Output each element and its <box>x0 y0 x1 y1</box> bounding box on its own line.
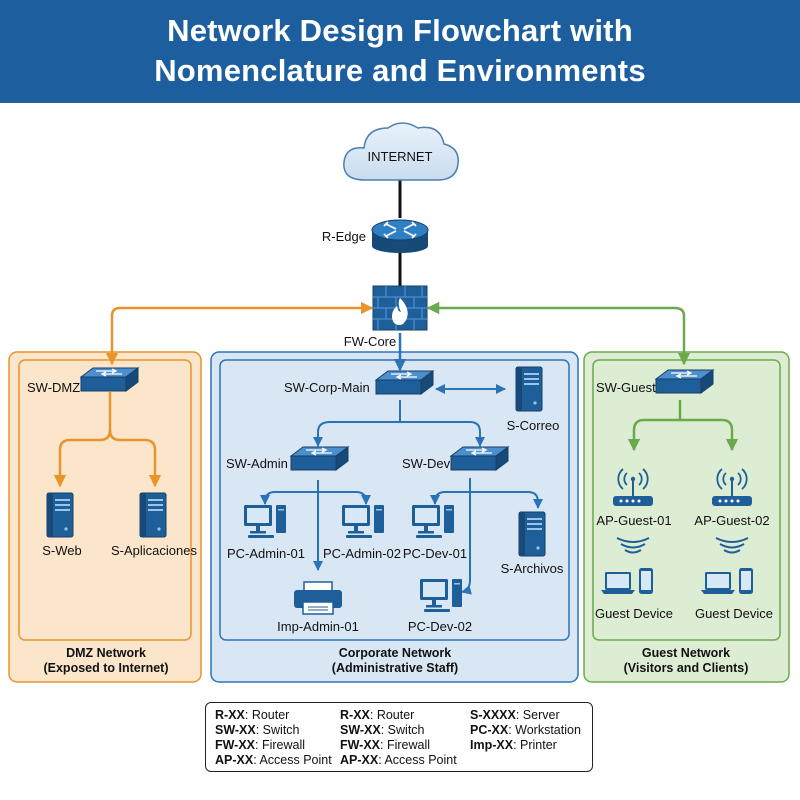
guest-ap2-link <box>680 418 739 452</box>
firewall-dmz-link <box>105 301 374 366</box>
corporate-zone-subtitle: (Administrative Staff) <box>332 661 458 675</box>
sw-corp-main-icon <box>375 370 434 395</box>
legend-item: FW-XX: Firewall <box>340 738 431 752</box>
sw-dmz-label: SW-DMZ <box>27 380 80 395</box>
printer-label: Imp-Admin-01 <box>277 619 359 634</box>
s-archivos-icon <box>518 511 546 557</box>
printer-icon <box>294 581 342 615</box>
dmz-zone-subtitle: (Exposed to Internet) <box>43 661 168 675</box>
sw-dmz-icon <box>80 367 139 392</box>
corporate-zone-title: Corporate Network <box>339 646 452 660</box>
router-icon <box>371 219 429 253</box>
s-correo-label: S-Correo <box>507 418 560 433</box>
internet-label: INTERNET <box>368 149 433 164</box>
sw-guest-label: SW-Guest <box>596 380 656 395</box>
s-web-icon <box>46 492 74 538</box>
admin-pc1-link <box>265 480 319 504</box>
pc-dev-01-label: PC-Dev-01 <box>403 546 467 561</box>
legend-item: R-XX: Router <box>340 708 415 722</box>
title-banner: Network Design Flowchart with Nomenclatu… <box>0 0 800 103</box>
ap-guest-01-label: AP-Guest-01 <box>596 513 671 528</box>
dev-pc1-link <box>435 478 471 504</box>
s-apps-icon <box>139 492 167 538</box>
guest-zone-title: Guest Network <box>642 646 730 660</box>
dmz-zone <box>8 351 202 683</box>
legend-item: PC-XX: Workstation <box>470 723 581 737</box>
s-archivos-label: S-Archivos <box>501 561 564 576</box>
corp-admin-link <box>318 400 401 446</box>
ap-guest-02-label: AP-Guest-02 <box>694 513 769 528</box>
dmz-apps-link <box>108 429 162 488</box>
sw-dev-icon <box>450 446 509 471</box>
legend-item: FW-XX: Firewall <box>215 738 306 752</box>
dev-pc2-link <box>461 492 472 595</box>
page-title-line-1: Network Design Flowchart with <box>167 13 633 48</box>
pc-admin-02-label: PC-Admin-02 <box>323 546 401 561</box>
cloud-icon <box>343 122 459 181</box>
dmz-zone-title: DMZ Network <box>66 646 146 660</box>
guest-device-02-label: Guest Device <box>695 606 773 621</box>
firewall-label: FW-Core <box>344 334 396 349</box>
guest-zone-subtitle: (Visitors and Clients) <box>624 661 749 675</box>
dev-archivos-link <box>470 491 543 509</box>
nomenclature-legend: R-XX: Router SW-XX: Switch FW-XX: Firewa… <box>205 702 593 772</box>
sw-admin-label: SW-Admin <box>226 456 288 471</box>
legend-item: R-XX: Router <box>215 708 290 722</box>
legend-item: SW-XX: Switch <box>215 723 300 737</box>
s-web-label: S-Web <box>42 543 82 558</box>
legend-item: AP-XX: Access Point <box>340 753 457 767</box>
sw-guest-icon <box>655 369 714 394</box>
sw-corp-main-label: SW-Corp-Main <box>284 380 370 395</box>
router-label: R-Edge <box>322 229 366 244</box>
firewall-icon <box>372 285 428 331</box>
firewall-guest-link <box>426 301 691 366</box>
guest-ap1-link <box>634 400 682 450</box>
sw-admin-icon <box>290 446 349 471</box>
legend-item: Imp-XX: Printer <box>470 738 557 752</box>
legend-item: S-XXXX: Server <box>470 708 560 722</box>
s-apps-label: S-Aplicaciones <box>111 543 197 558</box>
sw-dev-label: SW-Dev <box>402 456 451 471</box>
pc-admin-01-label: PC-Admin-01 <box>227 546 305 561</box>
legend-item: SW-XX: Switch <box>340 723 425 737</box>
s-correo-icon <box>515 366 543 412</box>
legend-item: AP-XX: Access Point <box>215 753 332 767</box>
corp-dev-link <box>399 418 485 447</box>
admin-pc2-link <box>318 491 371 505</box>
pc-dev-02-label: PC-Dev-02 <box>408 619 472 634</box>
page-title-line-2: Nomenclature and Environments <box>154 53 646 88</box>
guest-device-01-label: Guest Device <box>595 606 673 621</box>
